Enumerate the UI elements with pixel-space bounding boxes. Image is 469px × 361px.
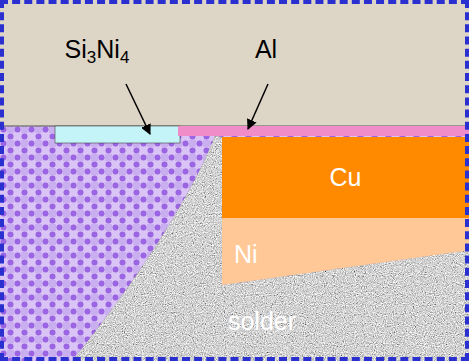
solder-region	[0, 126, 469, 361]
nickel-layer: Ni	[222, 218, 469, 285]
region-label: solder	[228, 308, 296, 336]
layer-fill	[222, 218, 469, 285]
leader-arrow	[126, 84, 150, 134]
aluminium-layer	[178, 126, 469, 136]
underfill-region	[0, 126, 469, 361]
leader-arrow	[248, 84, 268, 129]
copper-layer: Cu	[222, 137, 469, 218]
layer-name: Ni	[234, 241, 258, 269]
layer-name: Cu	[330, 164, 362, 192]
layer-label: Al	[255, 36, 277, 64]
layer-shape	[222, 218, 469, 285]
layer-label: Si3Ni4	[65, 36, 130, 64]
top-layer	[0, 0, 469, 126]
nitride-layer	[55, 126, 180, 143]
